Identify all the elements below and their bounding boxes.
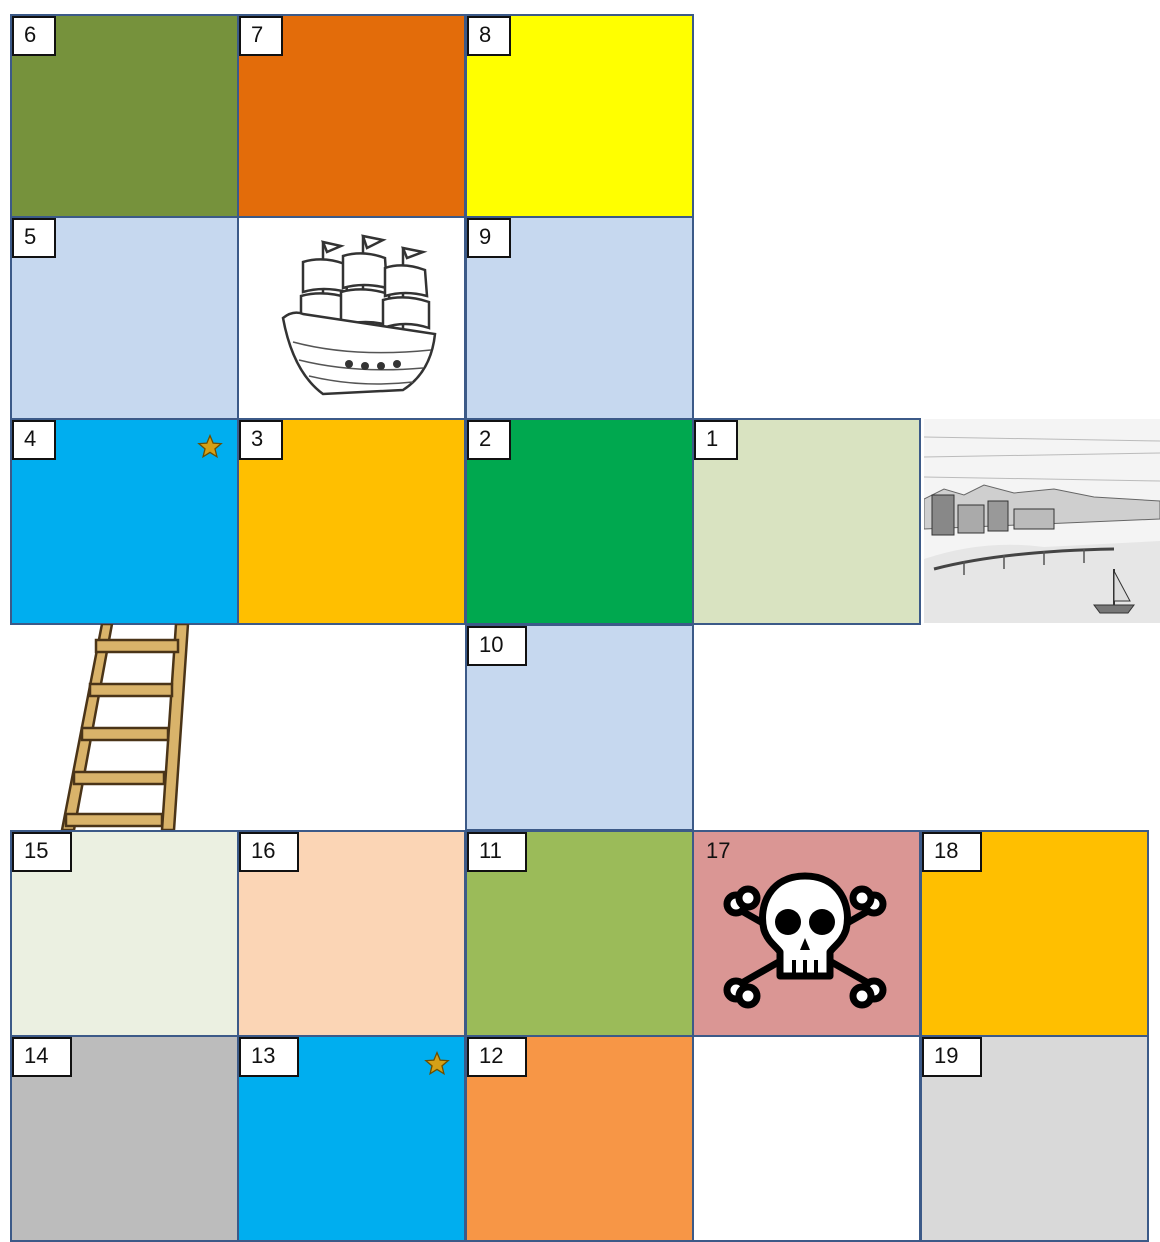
- square-6[interactable]: 6: [10, 14, 239, 221]
- square-10[interactable]: 10: [465, 624, 694, 831]
- square-15[interactable]: 15: [10, 830, 239, 1037]
- square-number: 4: [12, 420, 56, 460]
- square-9[interactable]: 9: [465, 216, 694, 423]
- skull-crossbones-icon: [720, 872, 890, 1012]
- square-17[interactable]: 17: [692, 830, 921, 1037]
- square-7[interactable]: 7: [237, 14, 466, 221]
- pirate-ship-icon: [263, 222, 443, 402]
- square-number: 11: [467, 832, 527, 872]
- square-number: 2: [467, 420, 511, 460]
- square-19[interactable]: 19: [920, 1035, 1149, 1242]
- ladder-icon: [50, 624, 210, 830]
- square-11[interactable]: 11: [465, 830, 694, 1037]
- square-1[interactable]: 1: [692, 418, 921, 625]
- square-number: 12: [467, 1037, 527, 1077]
- square-3[interactable]: 3: [237, 418, 466, 625]
- square-5[interactable]: 5: [10, 216, 239, 423]
- square-13[interactable]: 13: [237, 1035, 466, 1242]
- star-icon: [424, 1051, 450, 1077]
- square-number: 16: [239, 832, 299, 872]
- square-number: 10: [467, 626, 527, 666]
- square-number: 13: [239, 1037, 299, 1077]
- harbor-illustration: [924, 419, 1160, 623]
- square-12[interactable]: 12: [465, 1035, 694, 1242]
- ship-square: [237, 216, 466, 423]
- square-number: 6: [12, 16, 56, 56]
- square-2[interactable]: 2: [465, 418, 694, 625]
- square-16[interactable]: 16: [237, 830, 466, 1037]
- square-number: 5: [12, 218, 56, 258]
- square-8[interactable]: 8: [465, 14, 694, 221]
- square-number: 14: [12, 1037, 72, 1077]
- square-number: 18: [922, 832, 982, 872]
- square-number: 1: [694, 420, 738, 460]
- square-number: 17: [694, 832, 754, 872]
- square-number: 3: [239, 420, 283, 460]
- square-number: 8: [467, 16, 511, 56]
- square-number: 15: [12, 832, 72, 872]
- square-18[interactable]: 18: [920, 830, 1149, 1037]
- empty-square: [692, 1035, 921, 1242]
- square-number: 9: [467, 218, 511, 258]
- square-4[interactable]: 4: [10, 418, 239, 625]
- square-number: 7: [239, 16, 283, 56]
- square-number: 19: [922, 1037, 982, 1077]
- square-14[interactable]: 14: [10, 1035, 239, 1242]
- star-icon: [197, 434, 223, 460]
